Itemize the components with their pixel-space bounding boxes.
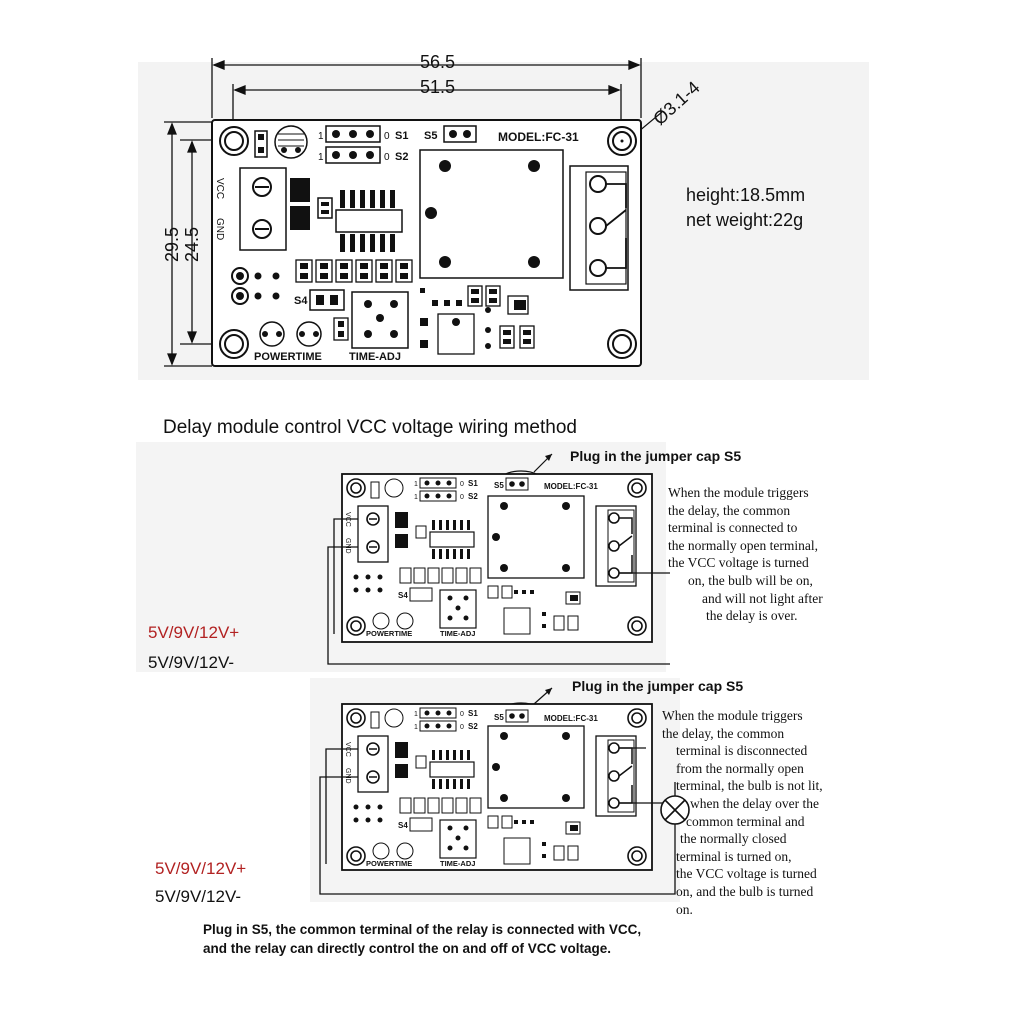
- svg-text:MODEL:FC-31: MODEL:FC-31: [544, 482, 598, 491]
- output-terminal: [569, 165, 629, 291]
- svg-text:POWERTIME: POWERTIME: [366, 629, 412, 638]
- diagram2-description: When the module triggers the delay, the …: [662, 708, 823, 917]
- diagram2-plus-label: 5V/9V/12V+: [155, 859, 247, 878]
- svg-text:0: 0: [384, 131, 390, 142]
- svg-text:S4: S4: [294, 295, 308, 307]
- jumper-s1: [325, 125, 381, 143]
- svg-text:S5: S5: [494, 481, 504, 490]
- svg-text:GND: GND: [344, 538, 351, 554]
- svg-text:1: 1: [318, 152, 324, 163]
- svg-text:1: 1: [414, 711, 418, 718]
- time-led: [296, 321, 322, 347]
- svg-text:VCC: VCC: [214, 178, 225, 199]
- diagram1-callout: Plug in the jumper cap S5: [570, 448, 742, 464]
- svg-text:0: 0: [384, 152, 390, 163]
- wiring-diagram-1: 1 1 0 0 S1 S2 S5 MODEL:FC-31 VCC GND S4 …: [136, 442, 670, 672]
- svg-text:S4: S4: [398, 591, 408, 600]
- footer-line-2: and the relay can directly control the o…: [203, 941, 612, 956]
- svg-text:1: 1: [414, 481, 418, 488]
- jumper-s2: [325, 146, 381, 164]
- input-terminal: [239, 167, 287, 251]
- jumper-s5: [443, 125, 477, 143]
- power-led: [259, 321, 285, 347]
- diagram1-minus-label: 5V/9V/12V-: [148, 653, 235, 672]
- weight-spec: net weight:22g: [686, 210, 804, 230]
- ic-chip: [335, 190, 403, 252]
- time-adj-potentiometer: [351, 291, 409, 349]
- overall-width-label: 56.5: [420, 52, 455, 72]
- specs-block: height:18.5mm net weight:22g: [686, 183, 805, 233]
- svg-text:0: 0: [460, 494, 464, 501]
- svg-text:S2: S2: [468, 722, 478, 731]
- gnd-wire: [327, 546, 670, 665]
- footer-line-1: Plug in S5, the common terminal of the r…: [203, 922, 642, 937]
- diagram2-callout: Plug in the jumper cap S5: [572, 678, 744, 694]
- relay: [419, 149, 564, 279]
- svg-text:MODEL:FC-31: MODEL:FC-31: [544, 714, 598, 723]
- svg-text:GND: GND: [344, 768, 351, 784]
- diagram1-description: When the module triggers the delay, the …: [668, 485, 823, 624]
- svg-text:1: 1: [414, 724, 418, 731]
- board-dimension-drawing: 56.5 51.5 Ø3.1-4 29.5 24.5 1: [138, 52, 869, 380]
- vcc-wire-2: [325, 748, 358, 864]
- diagram2-minus-label: 5V/9V/12V-: [155, 887, 242, 906]
- diagram1-plus-label: 5V/9V/12V+: [148, 623, 240, 642]
- svg-text:S1: S1: [395, 130, 408, 142]
- width-dimension: [211, 58, 642, 122]
- svg-text:TIME-ADJ: TIME-ADJ: [440, 859, 475, 868]
- hole-spacing-width-label: 51.5: [420, 77, 455, 97]
- svg-text:S2: S2: [395, 151, 408, 163]
- svg-text:GND: GND: [214, 218, 225, 240]
- svg-text:S1: S1: [468, 479, 478, 488]
- svg-text:TIME-ADJ: TIME-ADJ: [440, 629, 475, 638]
- section-title: Delay module control VCC voltage wiring …: [163, 417, 577, 438]
- svg-text:S5: S5: [424, 130, 437, 142]
- svg-text:POWERTIME: POWERTIME: [254, 351, 322, 363]
- svg-text:S1: S1: [468, 709, 478, 718]
- capacitor: [274, 125, 308, 159]
- svg-text:S2: S2: [468, 492, 478, 501]
- overall-height-label: 29.5: [162, 227, 182, 262]
- footer-note: Plug in S5, the common terminal of the r…: [203, 920, 641, 958]
- mounting-holes: [219, 126, 637, 359]
- svg-text:0: 0: [460, 711, 464, 718]
- svg-text:0: 0: [460, 724, 464, 731]
- jumper-s4: [309, 289, 345, 311]
- hole-spacing-height-label: 24.5: [182, 227, 202, 262]
- model-label: MODEL:FC-31: [498, 130, 579, 144]
- svg-text:0: 0: [460, 481, 464, 488]
- pcb-outline: [211, 119, 642, 367]
- svg-text:1: 1: [318, 131, 324, 142]
- vcc-wire: [333, 518, 358, 634]
- svg-text:1: 1: [414, 494, 418, 501]
- svg-text:S4: S4: [398, 821, 408, 830]
- svg-text:TIME-ADJ: TIME-ADJ: [349, 351, 401, 363]
- svg-text:POWERTIME: POWERTIME: [366, 859, 412, 868]
- height-spec: height:18.5mm: [686, 185, 806, 205]
- gnd-wire-2: [319, 776, 676, 895]
- svg-text:S5: S5: [494, 713, 504, 722]
- wiring-diagram-2: 1 1 0 0 S1 S2 S5 MODEL:FC-31 VCC GND S4 …: [310, 678, 690, 902]
- bulb-icon-2: [660, 795, 690, 825]
